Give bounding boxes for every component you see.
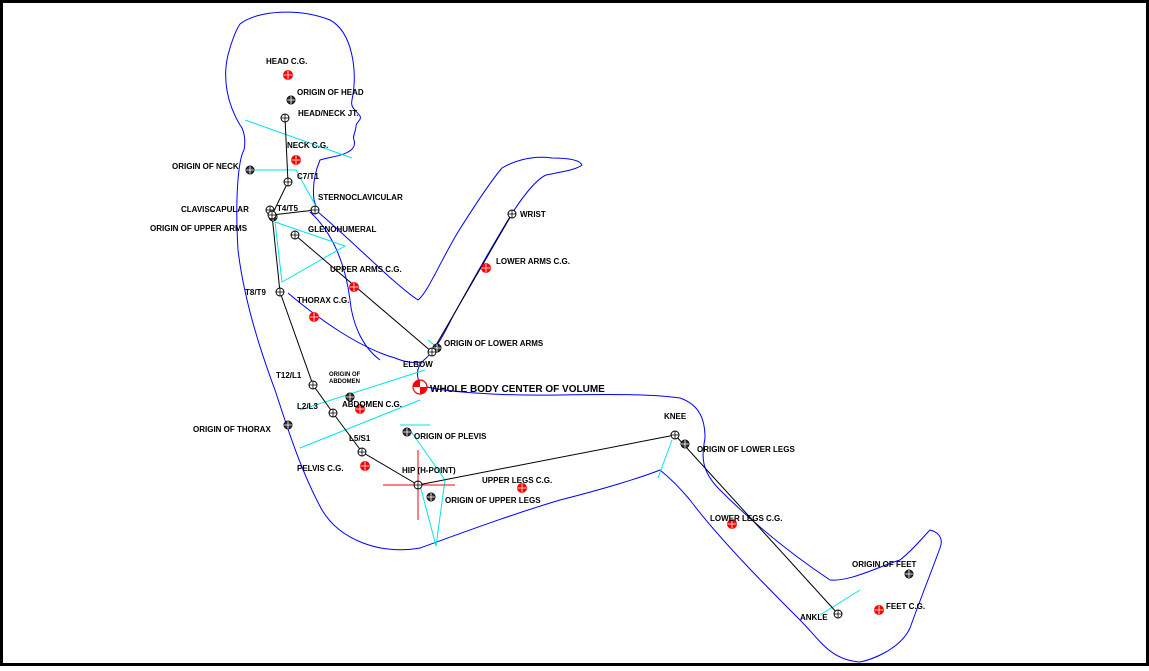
origin-upper-legs-label: ORIGIN OF UPPER LEGS bbox=[445, 496, 541, 505]
origin-lower-legs-marker bbox=[680, 439, 690, 449]
feet-cg-marker bbox=[874, 605, 884, 615]
shoulder-link bbox=[271, 209, 316, 216]
l5-s1-label: L5/S1 bbox=[349, 434, 371, 443]
origin-head-label: ORIGIN OF HEAD bbox=[297, 88, 364, 97]
origin-abdomen-1-label: ORIGIN OF bbox=[329, 372, 361, 378]
origin-upper-legs-marker bbox=[426, 492, 436, 502]
lower-leg-link bbox=[674, 434, 839, 615]
t12-l1-label: T12/L1 bbox=[276, 371, 302, 380]
lower-legs-cg-label: LOWER LEGS C.G. bbox=[710, 514, 782, 523]
sternoclavicular-marker bbox=[310, 205, 320, 215]
head-neck-joint-marker bbox=[280, 113, 290, 123]
skeleton-links bbox=[271, 117, 839, 615]
origin-abdomen-2-label: ABDOMEN bbox=[329, 379, 360, 385]
segment-planes bbox=[244, 119, 861, 616]
head-cg-label: HEAD C.G. bbox=[266, 57, 307, 66]
neck-cg-label: NECK C.G. bbox=[287, 141, 328, 150]
origin-lower-arms-label: ORIGIN OF LOWER ARMS bbox=[444, 339, 544, 348]
whole-body-label: WHOLE BODY CENTER OF VOLUME bbox=[430, 384, 605, 395]
l2-l3-label: L2/L3 bbox=[297, 402, 318, 411]
neck-plane bbox=[244, 119, 353, 159]
claviscapular-label: CLAVISCAPULAR bbox=[181, 205, 249, 214]
ankle-label: ANKLE bbox=[800, 613, 828, 622]
thorax-cg-marker bbox=[309, 312, 319, 322]
origin-thorax-label: ORIGIN OF THORAX bbox=[193, 425, 271, 434]
t8-t9-marker bbox=[275, 287, 285, 297]
abdomen-plane bbox=[299, 399, 421, 449]
pelvis-cg-marker bbox=[360, 461, 370, 471]
upper-arms-cg-marker bbox=[349, 282, 359, 292]
knee-marker bbox=[670, 430, 680, 440]
origin-thorax-marker bbox=[283, 420, 293, 430]
origin-abdomen-marker bbox=[345, 392, 355, 402]
feet-cg-label: FEET C.G. bbox=[886, 602, 925, 611]
upper-arms-cg-label: UPPER ARMS C.G. bbox=[330, 265, 402, 274]
elbow-label: ELBOW bbox=[403, 360, 433, 369]
origin-neck-label: ORIGIN OF NECK bbox=[172, 162, 239, 171]
t4-t5-label: T4/T5 bbox=[277, 204, 298, 213]
l2-l3-marker bbox=[328, 408, 338, 418]
thorax-cg-label: THORAX C.G. bbox=[297, 296, 349, 305]
origin-pelvis-marker bbox=[402, 427, 412, 437]
shoulder-outline bbox=[309, 211, 381, 361]
c7-t1-marker bbox=[283, 177, 293, 187]
ankle-marker bbox=[833, 609, 843, 619]
pelvis-cg-label: PELVIS C.G. bbox=[297, 464, 344, 473]
lower-arms-cg-label: LOWER ARMS C.G. bbox=[496, 257, 570, 266]
t12-l1-marker bbox=[308, 380, 318, 390]
neck-base-plane bbox=[250, 169, 319, 211]
lower-arm-link bbox=[431, 213, 513, 353]
spine-link bbox=[271, 117, 419, 486]
hip-marker bbox=[413, 480, 423, 490]
hip-plane bbox=[409, 429, 446, 547]
upper-arm-link bbox=[294, 234, 433, 353]
head-back-torso-outline bbox=[225, 11, 942, 663]
elbow-marker bbox=[427, 347, 437, 357]
abdomen-cg-label: ABDOMEN C.G. bbox=[342, 400, 402, 409]
knee-label: KNEE bbox=[664, 412, 687, 421]
origin-feet-label: ORIGIN OF FEET bbox=[852, 560, 917, 569]
glenohumeral-marker bbox=[290, 230, 300, 240]
origin-feet-marker bbox=[904, 569, 914, 579]
knee-plane bbox=[657, 439, 673, 479]
wrist-marker bbox=[507, 209, 517, 219]
head-neck-jt-label: HEAD/NECK JT. bbox=[298, 109, 358, 118]
abdomen-cg-marker bbox=[355, 404, 365, 414]
origin-head-marker bbox=[286, 95, 296, 105]
markers bbox=[245, 70, 914, 619]
origin-lower-legs-label: ORIGIN OF LOWER LEGS bbox=[697, 445, 795, 454]
glenohumeral-label: GLENOHUMERAL bbox=[308, 225, 377, 234]
lower-legs-cg-marker bbox=[727, 519, 737, 529]
sternoclavicular-label: STERNOCLAVICULAR bbox=[318, 193, 403, 202]
origin-neck-marker bbox=[245, 165, 255, 175]
t8-t9-label: T8/T9 bbox=[245, 288, 266, 297]
upper-leg-link bbox=[417, 434, 676, 486]
whole-body-center-marker bbox=[412, 379, 428, 395]
labels: HEAD C.G. ORIGIN OF HEAD HEAD/NECK JT. NECK… bbox=[150, 57, 925, 622]
t4-t5-marker bbox=[267, 210, 277, 220]
c7-t1-label: C7/T1 bbox=[297, 172, 319, 181]
origin-plevis-label: ORIGIN OF PLEVIS bbox=[414, 432, 487, 441]
ankle-plane bbox=[819, 589, 861, 616]
head-cg-marker bbox=[283, 70, 293, 80]
upper-legs-cg-marker bbox=[517, 483, 527, 493]
neck-cg-marker bbox=[291, 155, 301, 165]
thorax-plane bbox=[299, 369, 426, 411]
wrist-label: WRIST bbox=[520, 210, 546, 219]
origin-upper-arms-label: ORIGIN OF UPPER ARMS bbox=[150, 224, 248, 233]
l5-s1-marker bbox=[357, 447, 367, 457]
upper-legs-cg-label: UPPER LEGS C.G. bbox=[482, 476, 552, 485]
upper-arm-plane bbox=[274, 221, 347, 283]
lower-arms-cg-marker bbox=[481, 263, 491, 273]
hip-label: HIP (H-POINT) bbox=[402, 466, 456, 475]
